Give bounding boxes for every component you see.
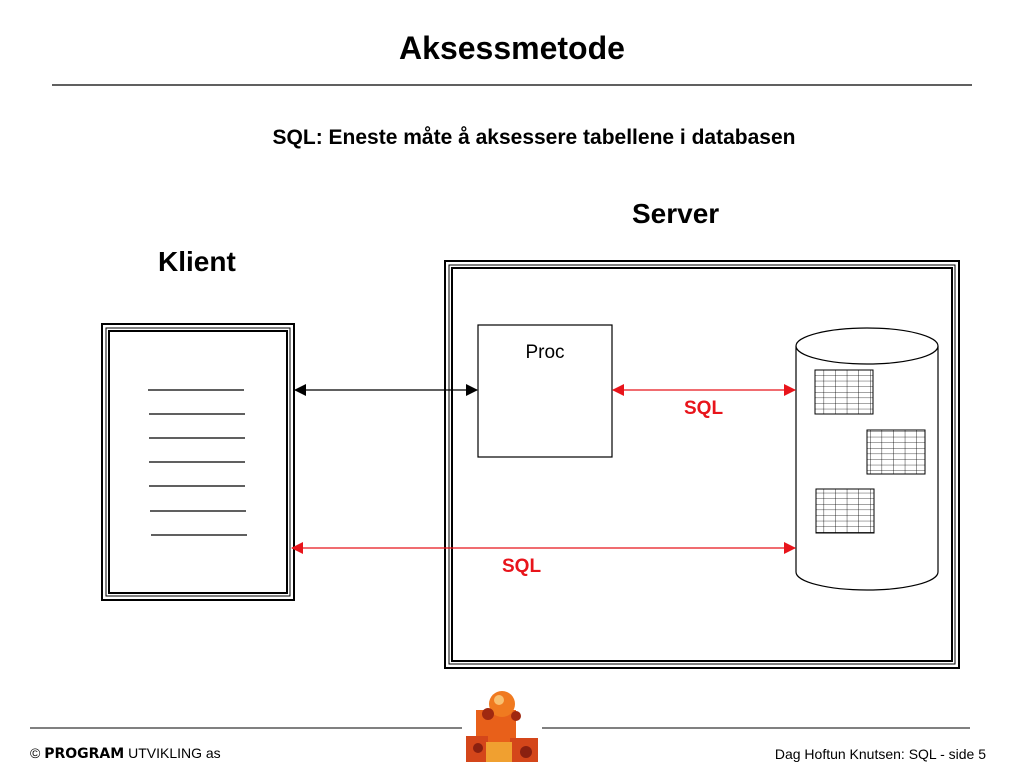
client-document-lines (148, 389, 247, 536)
footer-brand-rest: UTVIKLING as (128, 745, 221, 761)
sql-label-proc-db: SQL (684, 398, 724, 419)
footer-page-info: Dag Hoftun Knutsen: SQL - side 5 (774, 746, 986, 762)
db-table-2 (866, 429, 926, 475)
proc-box (477, 324, 613, 458)
sql-label-client-db: SQL (502, 556, 542, 577)
footer-copyright: © PROGRAM UTVIKLING as (30, 745, 221, 762)
server-label: Server (632, 198, 720, 229)
program-utvikling-logo (466, 691, 538, 762)
slide-title: Aksessmetode (399, 30, 625, 66)
client-label: Klient (158, 246, 236, 277)
slide-subtitle: SQL: Eneste måte å aksessere tabellene i… (272, 126, 796, 149)
footer-brand-bold: PROGRAM (44, 746, 125, 762)
copyright-symbol: © (30, 745, 41, 761)
server-box (444, 260, 960, 669)
client-box (101, 323, 295, 601)
proc-label: Proc (525, 342, 565, 363)
db-table-1 (814, 369, 874, 415)
db-table-3 (815, 488, 875, 534)
